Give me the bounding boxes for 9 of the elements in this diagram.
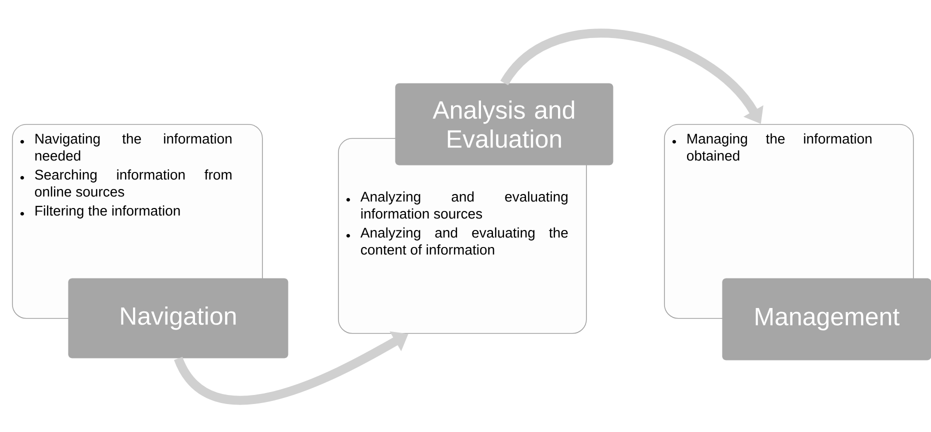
stage-label: Navigation (68, 278, 288, 358)
bullet-item: Analyzing and evaluating information sources (360, 191, 568, 219)
stage-label: Analysis and Evaluation (395, 83, 614, 166)
bullet-item: Filtering the information (36, 205, 180, 218)
bullet-item: Searching information from online sources (35, 169, 232, 197)
bullet-item: Navigating the information needed (35, 133, 232, 161)
bullet-item: Analyzing and evaluating the content of information (360, 227, 568, 255)
bullet-item: Managing the information obtained (687, 133, 872, 161)
stage-label: Management (722, 278, 931, 360)
